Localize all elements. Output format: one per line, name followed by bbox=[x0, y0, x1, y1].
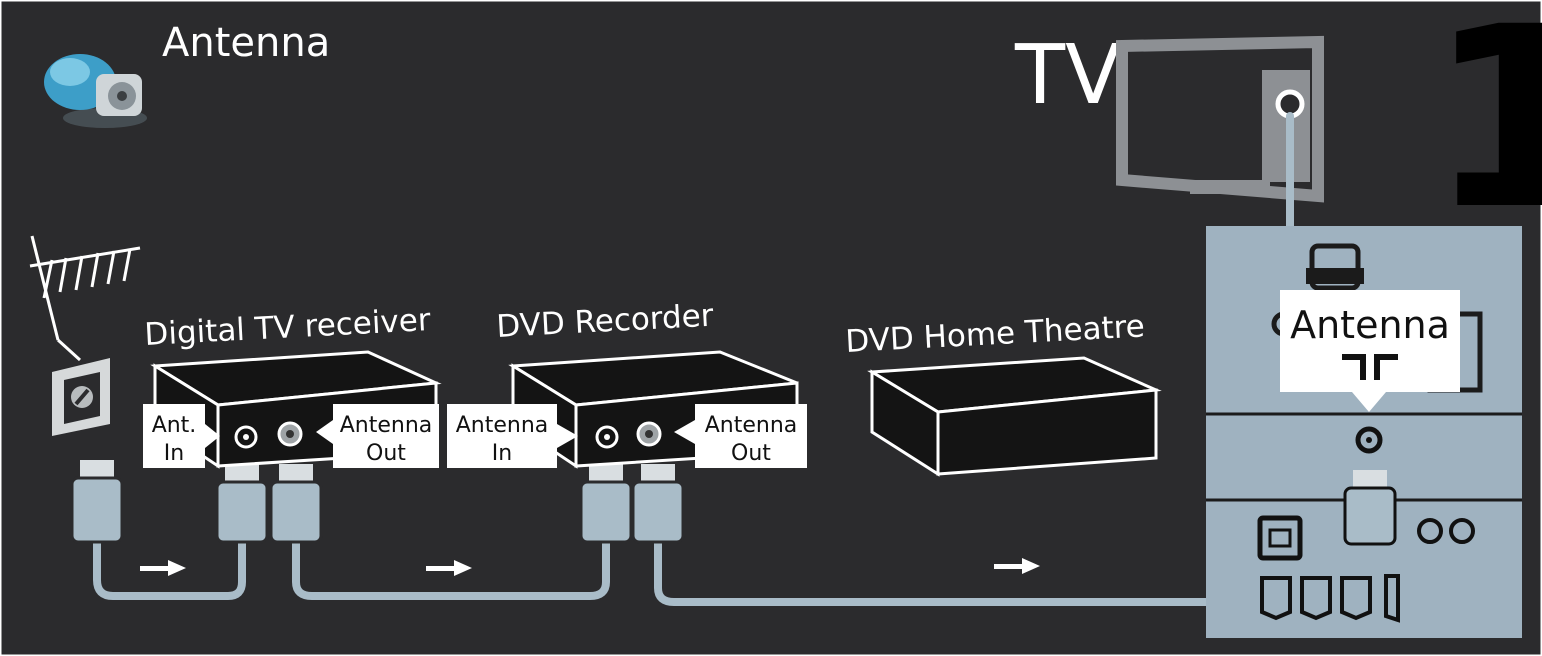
recorder-antenna-out-label: Antenna Out bbox=[674, 404, 807, 468]
svg-text:In: In bbox=[164, 441, 184, 466]
plugs bbox=[70, 460, 685, 544]
plug-icon bbox=[1343, 470, 1397, 546]
flow-arrow-icon bbox=[426, 560, 472, 576]
svg-text:Out: Out bbox=[366, 441, 406, 466]
tv-antenna-port-label: Antenna bbox=[1280, 290, 1460, 412]
recorder-antenna-in-port bbox=[595, 425, 619, 449]
svg-text:Ant.: Ant. bbox=[152, 413, 197, 438]
receiver-ant-in-label: Ant. In bbox=[143, 404, 220, 468]
cable-wall-to-receiver bbox=[93, 536, 246, 600]
wall-socket-icon bbox=[52, 358, 110, 436]
plug-icon bbox=[269, 464, 323, 544]
recorder-antenna-in-label: Antenna In bbox=[447, 404, 578, 468]
svg-text:Antenna: Antenna bbox=[705, 413, 798, 438]
aerial-icon bbox=[29, 235, 141, 362]
hdmi-ports bbox=[1260, 574, 1400, 623]
page-title: Antenna bbox=[162, 20, 330, 66]
panel-port-icon bbox=[1309, 243, 1361, 291]
network-port-icon bbox=[1257, 515, 1303, 561]
flow-arrow-icon bbox=[140, 560, 186, 576]
plug-icon bbox=[70, 460, 124, 544]
svg-text:Antenna: Antenna bbox=[340, 413, 433, 438]
plug-icon bbox=[579, 464, 633, 544]
flow-arrow-icon bbox=[994, 558, 1040, 574]
svg-text:Out: Out bbox=[731, 441, 771, 466]
antenna-plug-icon bbox=[44, 54, 147, 128]
cable-receiver-to-recorder bbox=[292, 536, 610, 600]
plug-icon bbox=[215, 464, 269, 544]
dvd-home-theatre bbox=[867, 356, 1162, 477]
antenna-connector-symbol-icon bbox=[1342, 354, 1398, 380]
receiver-antenna-out-label: Antenna Out bbox=[316, 404, 439, 468]
tv-antenna-port bbox=[1355, 426, 1383, 454]
plug-icon bbox=[631, 464, 685, 544]
svg-text:In: In bbox=[492, 441, 512, 466]
flow-arrows bbox=[140, 558, 1040, 576]
tv-label: TV bbox=[1014, 28, 1121, 123]
step-number: 1 bbox=[1428, 0, 1542, 264]
tv-back-panel bbox=[1206, 226, 1522, 638]
svg-text:Antenna: Antenna bbox=[1290, 303, 1450, 347]
receiver-ant-in-port bbox=[234, 425, 258, 449]
svg-text:Antenna: Antenna bbox=[456, 413, 549, 438]
